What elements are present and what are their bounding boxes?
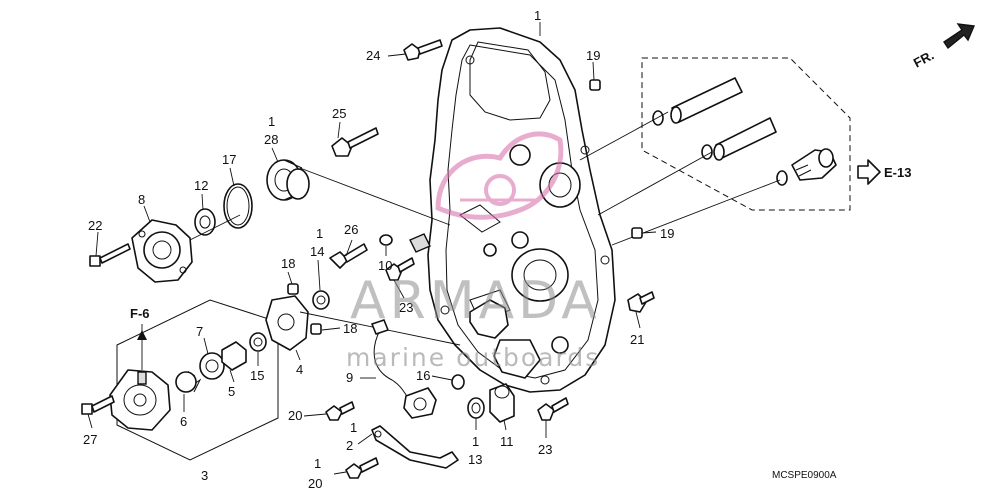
label-9: 9: [346, 370, 353, 385]
gasket[interactable]: [469, 299, 509, 339]
label-25: 25: [332, 106, 346, 121]
part-numbers: 1 24 19 25 1 28 17 12 8 22 1 14 26 10 18…: [83, 8, 674, 491]
o-ring-large[interactable]: [223, 183, 253, 229]
pump-housing[interactable]: [109, 369, 171, 431]
label-19: 19: [660, 226, 674, 241]
bolt-26[interactable]: [329, 243, 368, 269]
label-14: 14: [310, 244, 324, 259]
label-11: 11: [500, 434, 514, 449]
bearing-14[interactable]: [312, 290, 330, 310]
label-27: 27: [83, 432, 97, 447]
dowel-pin-19[interactable]: [589, 79, 601, 91]
label-8: 8: [138, 192, 145, 207]
label-23: 23: [399, 300, 413, 315]
cover-plate-4[interactable]: [265, 295, 309, 351]
dowel-pin-18b[interactable]: [310, 323, 322, 335]
bolt-20a[interactable]: [325, 401, 355, 421]
dowel-pin-19b[interactable]: [631, 227, 643, 239]
bolt-24[interactable]: [403, 39, 443, 61]
impeller[interactable]: [199, 352, 225, 380]
watermark-logo: [435, 131, 564, 220]
f6-label: F-6: [130, 306, 150, 321]
leader-lines: [87, 22, 657, 475]
label-24: 24: [366, 48, 380, 63]
label-20: 20: [308, 476, 322, 491]
bolt-23b[interactable]: [537, 397, 569, 421]
inset-boundary: [641, 57, 851, 211]
drain-plug[interactable]: [791, 148, 837, 181]
label-1: 1: [268, 114, 275, 129]
label-5: 5: [228, 384, 235, 399]
bolt-20b[interactable]: [345, 457, 379, 479]
f6-reference: F-6: [130, 306, 150, 340]
label-10: 10: [378, 258, 392, 273]
label-1: 1: [316, 226, 323, 241]
dowel-pin-18a[interactable]: [287, 283, 299, 295]
bearing[interactable]: [266, 159, 310, 201]
label-17: 17: [222, 152, 236, 167]
oil-seal[interactable]: [194, 208, 216, 236]
watermark: ARMADA marine outboards: [346, 131, 601, 372]
bolt-23a[interactable]: [385, 257, 415, 281]
label-1: 1: [534, 8, 541, 23]
washer-16[interactable]: [451, 374, 465, 390]
spring[interactable]: [175, 370, 202, 393]
watermark-brand: ARMADA: [350, 271, 601, 331]
bolt-21[interactable]: [627, 291, 655, 313]
label-26: 26: [344, 222, 358, 237]
shaft-upper[interactable]: [670, 77, 743, 124]
e13-reference: E-13: [857, 159, 911, 185]
label-28: 28: [264, 132, 278, 147]
diagram-code: MCSPE0900A: [772, 470, 837, 481]
label-15: 15: [250, 368, 264, 383]
label-23: 23: [538, 442, 552, 457]
label-6: 6: [180, 414, 187, 429]
bearing-holder[interactable]: [131, 219, 193, 283]
watermark-tagline: marine outboards: [346, 343, 600, 372]
o-ring-inset-c[interactable]: [776, 170, 788, 186]
seal-15[interactable]: [249, 332, 267, 352]
sensor-with-harness[interactable]: [371, 319, 437, 419]
label-16: 16: [416, 368, 430, 383]
stay-bracket[interactable]: [371, 425, 459, 469]
e13-label: E-13: [884, 165, 911, 180]
label-19: 19: [586, 48, 600, 63]
o-ring-inset-a[interactable]: [652, 110, 664, 126]
label-1: 1: [314, 456, 321, 471]
bolt-27[interactable]: [81, 395, 115, 415]
front-arrow: FR.: [911, 23, 976, 71]
label-4: 4: [296, 362, 303, 377]
label-7: 7: [196, 324, 203, 339]
label-18: 18: [343, 321, 357, 336]
washer-10[interactable]: [379, 234, 393, 246]
case-seal-plate[interactable]: [493, 339, 541, 379]
label-1: 1: [472, 434, 479, 449]
label-13: 13: [468, 452, 482, 467]
label-18: 18: [281, 256, 295, 271]
bolt-22[interactable]: [89, 243, 131, 267]
label-22: 22: [88, 218, 102, 233]
collar-11[interactable]: [489, 383, 515, 423]
subassembly-outline: [116, 299, 279, 461]
label-12: 12: [194, 178, 208, 193]
collar-13[interactable]: [467, 397, 485, 419]
shaft-lower[interactable]: [713, 117, 777, 161]
label-1: 1: [350, 420, 357, 435]
bolt-25[interactable]: [331, 127, 379, 157]
label-3: 3: [201, 468, 208, 483]
label-2: 2: [346, 438, 353, 453]
fr-label: FR.: [911, 47, 937, 70]
sleeve[interactable]: [221, 341, 247, 371]
label-20: 20: [288, 408, 302, 423]
label-21: 21: [630, 332, 644, 347]
